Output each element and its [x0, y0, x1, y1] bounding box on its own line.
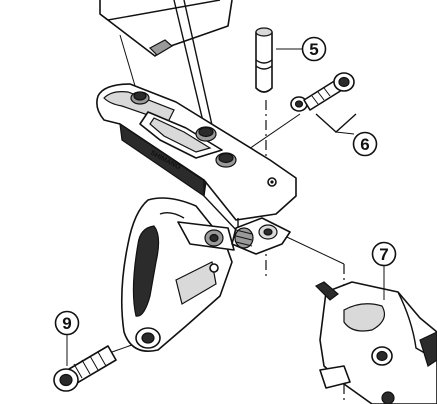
reservoir-cover-plate — [99, 0, 233, 57]
reservoir-screw-left — [130, 91, 150, 105]
clamp-bolt-part-9 — [53, 345, 117, 392]
handlebar-clamp — [120, 197, 235, 352]
callout-6: 6 — [352, 131, 378, 157]
callout-7: 7 — [371, 241, 397, 267]
reservoir-screw-right — [215, 152, 237, 168]
callout-5: 5 — [301, 36, 327, 62]
svg-text:6: 6 — [360, 135, 369, 154]
screw-washer-part-6 — [290, 72, 355, 112]
master-cylinder-body: SHIMANO — [96, 83, 297, 234]
svg-text:7: 7 — [379, 245, 388, 264]
callout-9: 9 — [54, 310, 80, 336]
svg-text:5: 5 — [309, 40, 318, 59]
pin-part-5 — [255, 27, 273, 93]
brake-lever-part-7 — [314, 281, 437, 404]
pivot-spring-assembly — [231, 217, 291, 255]
leader-6 — [335, 131, 355, 135]
reservoir-screw-center — [195, 126, 217, 142]
bracket-6 — [315, 113, 357, 133]
svg-text:9: 9 — [62, 314, 71, 333]
